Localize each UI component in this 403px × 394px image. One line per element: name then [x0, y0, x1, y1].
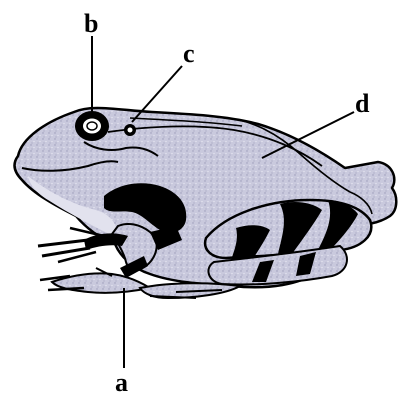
label-d: d	[355, 89, 370, 118]
label-a: a	[115, 368, 128, 394]
label-b: b	[84, 9, 98, 38]
label-c: c	[183, 39, 195, 68]
eye-iris	[82, 118, 102, 135]
